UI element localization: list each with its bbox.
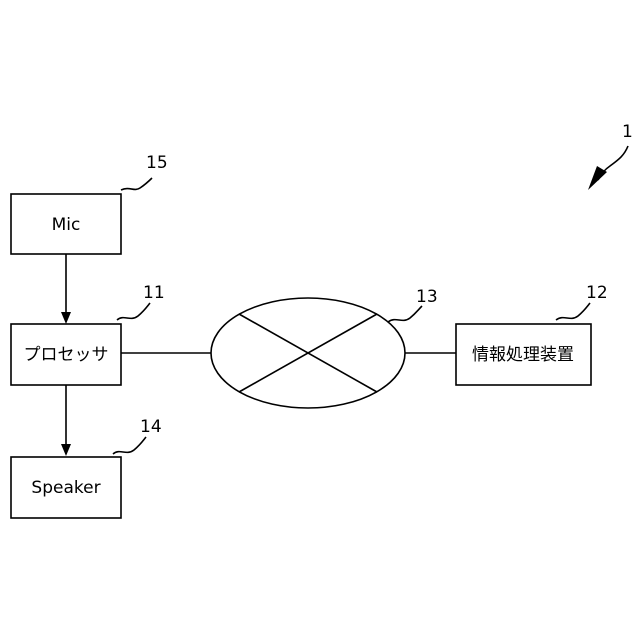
speaker-ref-leader: [113, 437, 146, 454]
processor-ref-number: 11: [143, 283, 165, 303]
network-ref-number: 13: [416, 287, 438, 307]
info-device-ref-leader: [556, 303, 590, 320]
mic-label: Mic: [52, 215, 81, 235]
mic-ref-number: 15: [146, 153, 168, 173]
processor-label: プロセッサ: [24, 345, 109, 365]
info-device-block: 情報処理装置 12: [456, 283, 608, 385]
speaker-label: Speaker: [31, 478, 100, 498]
speaker-block: Speaker 14: [11, 417, 162, 518]
network-ref-leader: [388, 306, 422, 322]
processor-block: プロセッサ 11: [11, 283, 165, 385]
figure-ref-arrow: [588, 146, 628, 190]
mic-ref-leader: [121, 178, 152, 190]
network-block: 13: [211, 287, 438, 408]
figure-ref-number: 1: [622, 122, 633, 142]
mic-block: Mic 15: [11, 153, 168, 254]
info-device-label: 情報処理装置: [472, 345, 574, 365]
arrowhead-processor-to-speaker: [61, 444, 71, 456]
processor-ref-leader: [117, 303, 150, 320]
arrowhead-mic-to-processor: [61, 312, 71, 324]
speaker-ref-number: 14: [140, 417, 162, 437]
info-device-ref-number: 12: [586, 283, 608, 303]
